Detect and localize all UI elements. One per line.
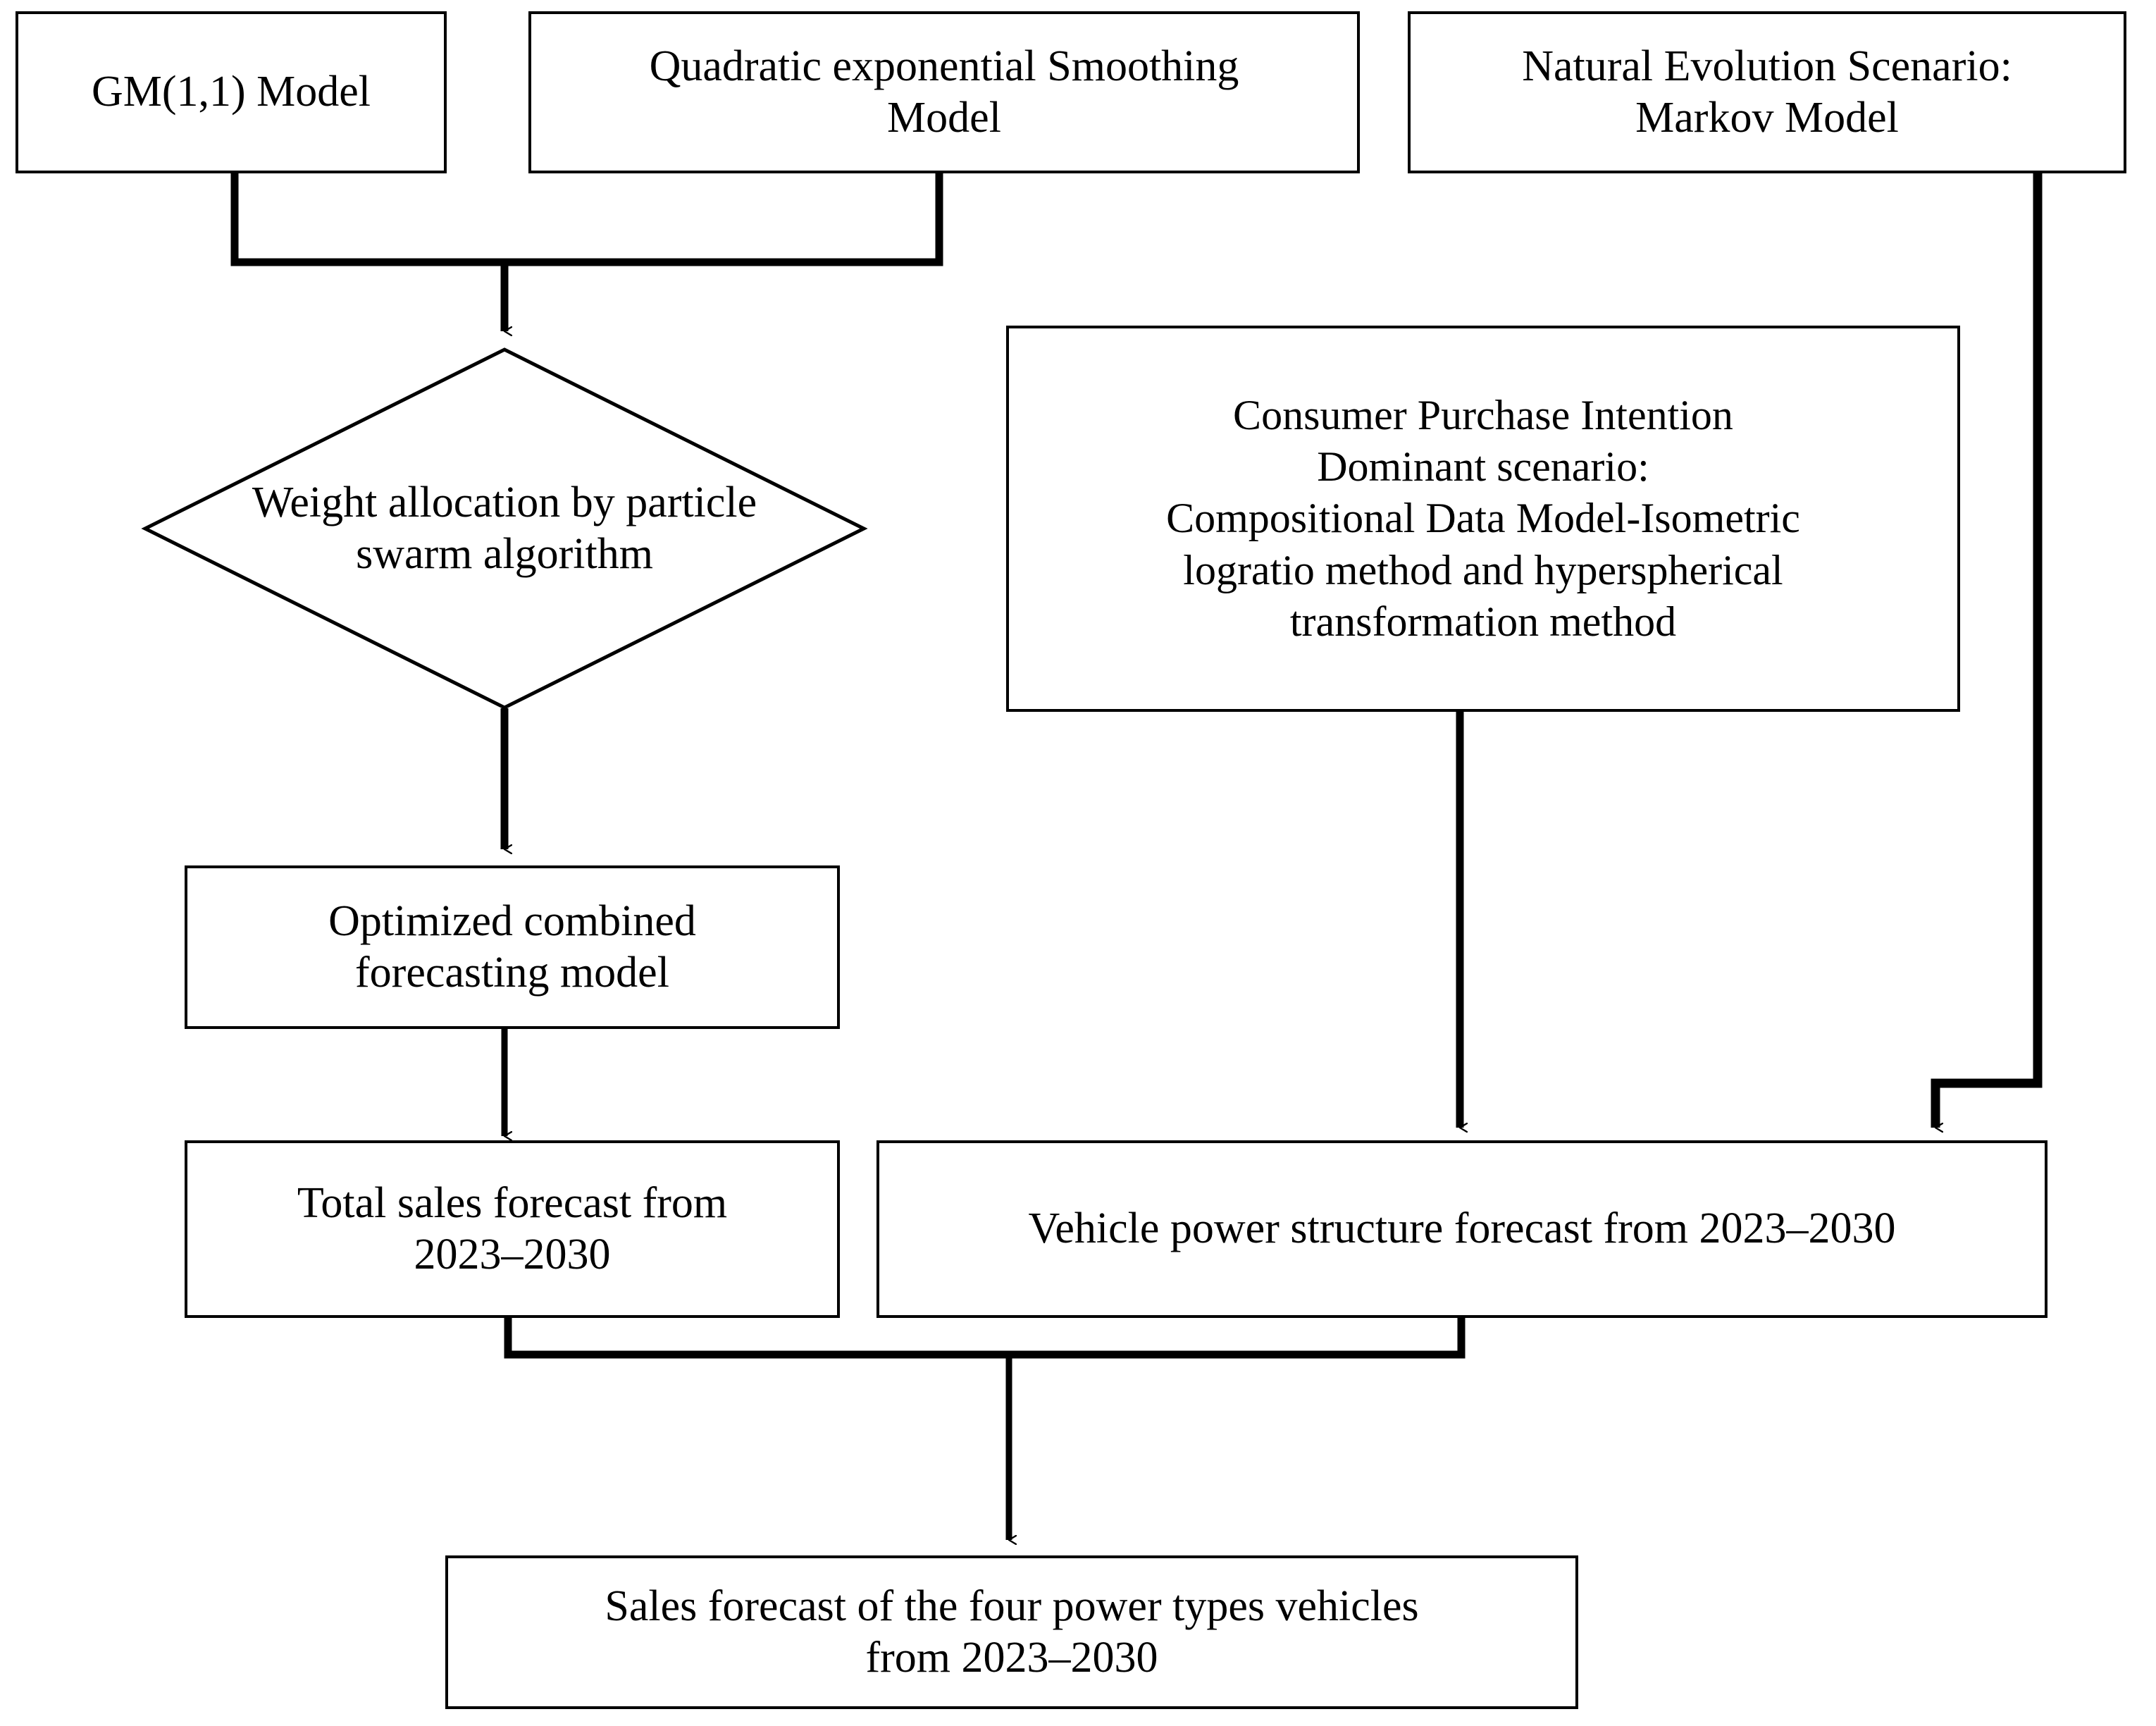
- node-gm-model[interactable]: GM(1,1) Model: [16, 11, 447, 173]
- edge-models-to-weight-allocation: [230, 169, 943, 331]
- node-gm-model-label: GM(1,1) Model: [91, 68, 371, 116]
- node-total-sales-forecast-label: Total sales forecast from 2023–2030: [297, 1178, 728, 1278]
- node-final-forecast-label: Sales forecast of the four power types v…: [605, 1582, 1419, 1682]
- node-vehicle-power-structure[interactable]: Vehicle power structure forecast from 20…: [876, 1140, 2047, 1318]
- edge-forecasts-to-final: [504, 1318, 1466, 1540]
- node-consumer-intention[interactable]: Consumer Purchase Intention Dominant sce…: [1006, 326, 1960, 712]
- node-markov-model-label: Natural Evolution Scenario: Markov Model: [1522, 42, 2012, 142]
- node-consumer-intention-label: Consumer Purchase Intention Dominant sce…: [1166, 392, 1800, 645]
- edge-markov-to-vehicle-power: [1931, 169, 2043, 1128]
- node-quadratic-smoothing-label: Quadratic exponential Smoothing Model: [649, 42, 1239, 142]
- node-quadratic-smoothing[interactable]: Quadratic exponential Smoothing Model: [528, 11, 1360, 173]
- node-vehicle-power-structure-label: Vehicle power structure forecast from 20…: [1028, 1204, 1896, 1253]
- node-optimized-model[interactable]: Optimized combined forecasting model: [185, 865, 840, 1029]
- node-markov-model[interactable]: Natural Evolution Scenario: Markov Model: [1408, 11, 2126, 173]
- node-weight-allocation-label: Weight allocation by particle swarm algo…: [252, 478, 757, 578]
- node-total-sales-forecast[interactable]: Total sales forecast from 2023–2030: [185, 1140, 840, 1318]
- node-optimized-model-label: Optimized combined forecasting model: [328, 896, 696, 997]
- node-weight-allocation[interactable]: Weight allocation by particle swarm algo…: [141, 347, 868, 710]
- node-final-forecast[interactable]: Sales forecast of the four power types v…: [445, 1555, 1578, 1709]
- diamond-shape: [141, 347, 868, 710]
